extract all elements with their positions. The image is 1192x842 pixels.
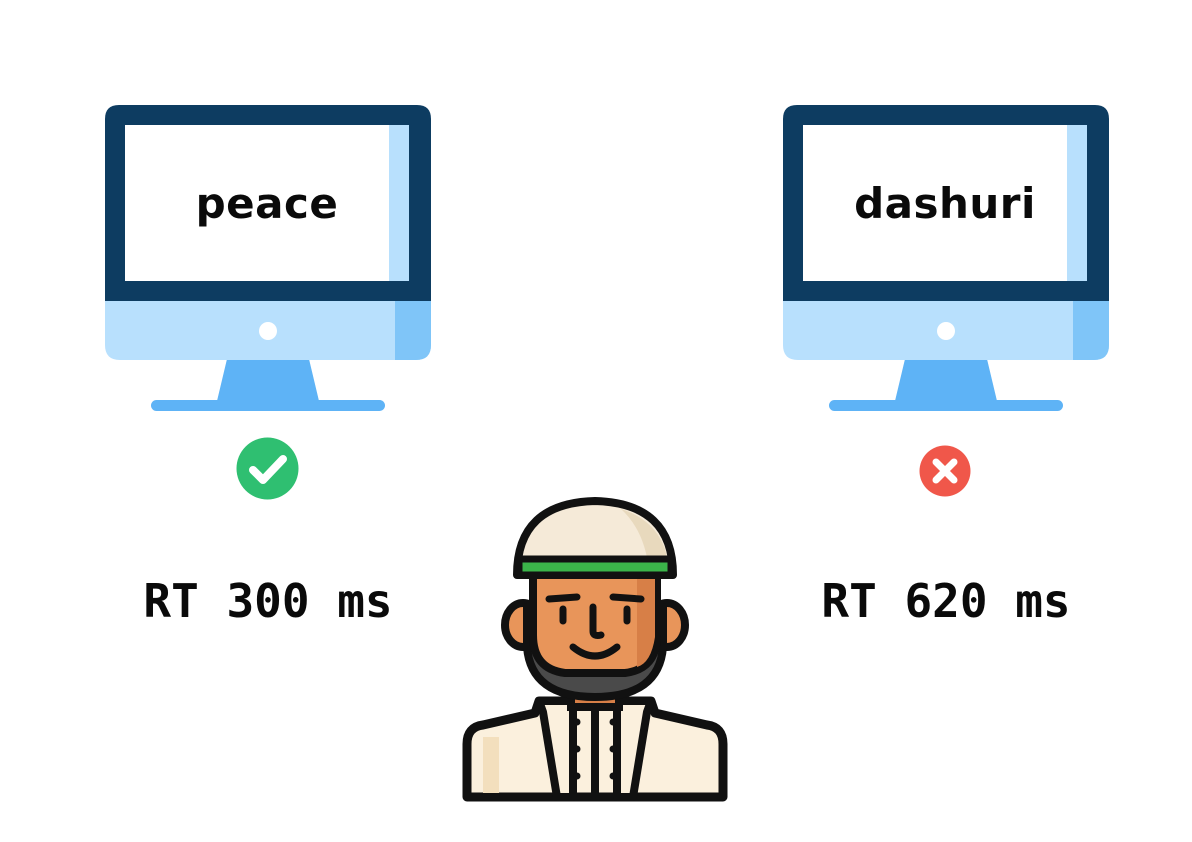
rt-label-left: RT 300 ms <box>143 574 393 628</box>
participant-avatar-icon <box>461 497 729 802</box>
x-circle-icon <box>919 445 971 497</box>
check-circle-icon <box>236 437 299 500</box>
monitor-right: dashuri <box>783 105 1109 413</box>
stimulus-word-left: peace <box>195 179 339 228</box>
monitor-icon <box>783 105 1109 411</box>
rt-label-right: RT 620 ms <box>821 574 1071 628</box>
monitor-left: peace <box>105 105 431 413</box>
stimulus-word-right: dashuri <box>854 179 1036 228</box>
monitor-icon <box>105 105 431 411</box>
